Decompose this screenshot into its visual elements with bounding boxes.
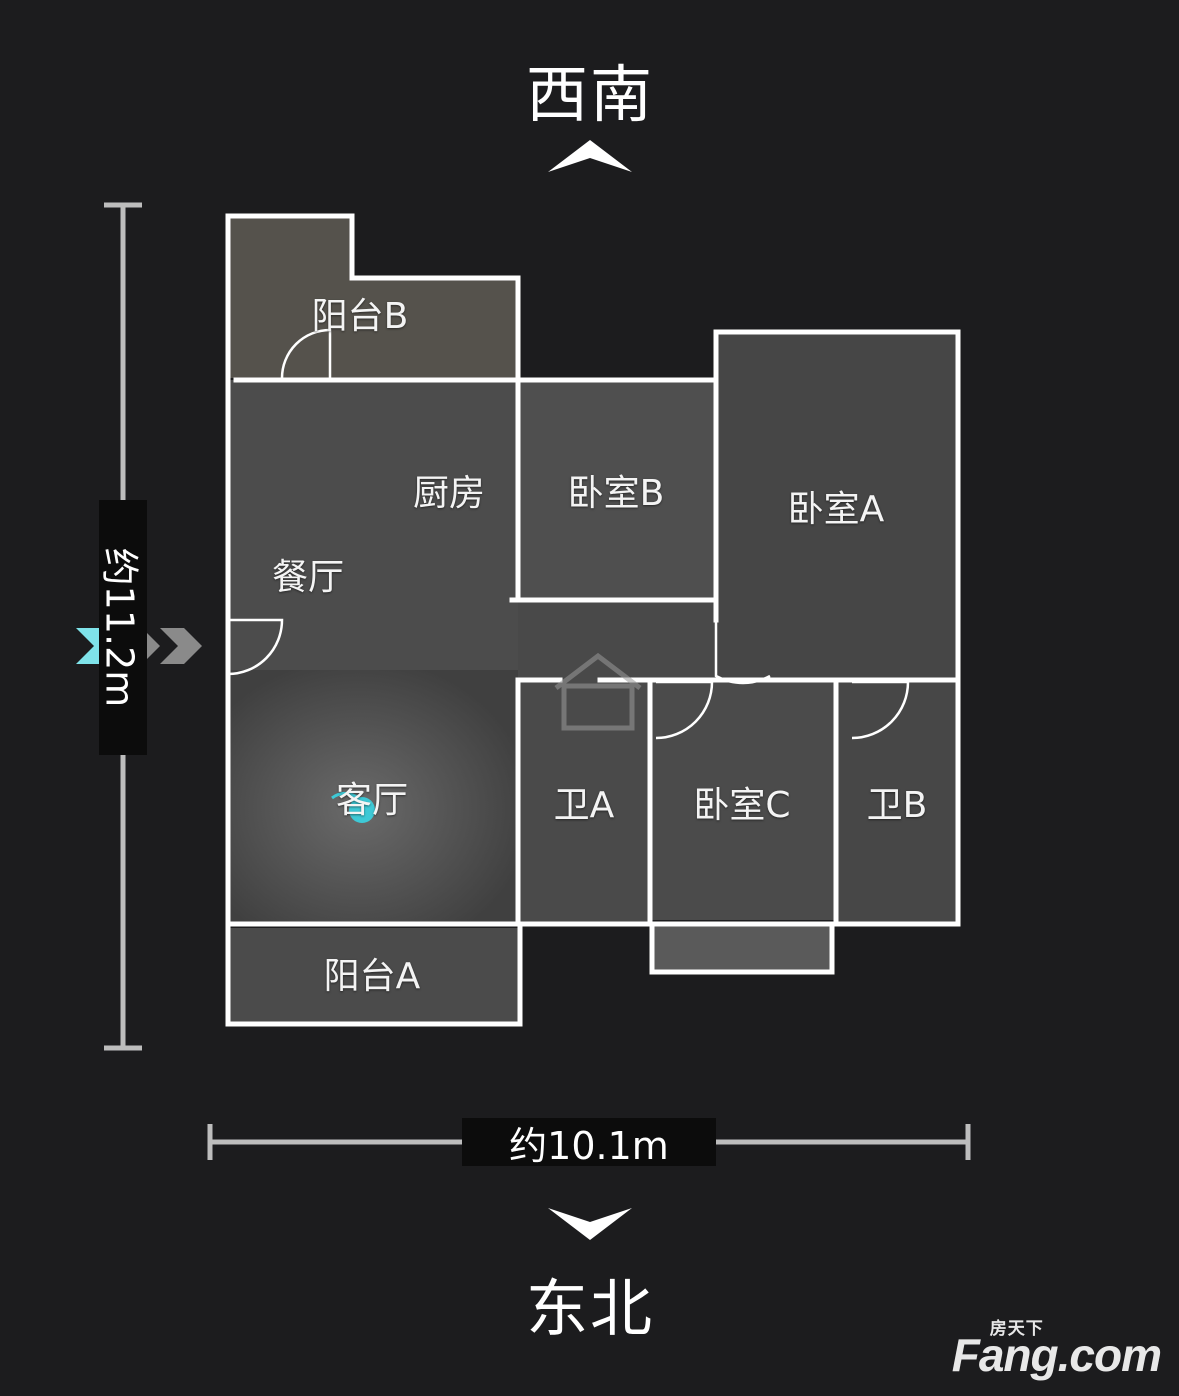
fang-logo: 房天下 Fang.com [951, 1319, 1162, 1382]
room-floors [228, 216, 958, 1024]
height-dimension-line [104, 202, 142, 1051]
compass-northeast-label: 东北 [525, 1272, 654, 1345]
width-dimension-label: 约10.1m [462, 1118, 716, 1168]
width-dimension-line [207, 1124, 971, 1160]
bath-a-floor [518, 680, 650, 924]
room-label-kitchen: 厨房 [412, 473, 486, 514]
house-logo-icon [554, 652, 642, 731]
room-label-bedroom-a: 卧室A [787, 489, 885, 530]
bedroom-b-floor [518, 380, 716, 600]
door-swings [227, 328, 910, 740]
compass-southwest-label: 西南 [525, 58, 654, 131]
room-label-balcony-b: 阳台B [311, 296, 409, 337]
room-label-bedroom-c: 卧室C [693, 785, 791, 826]
chevron-up-icon [548, 140, 632, 172]
chevron-down-icon [548, 1208, 632, 1240]
bedroom-a-floor [716, 332, 958, 680]
hallway-floor [518, 600, 716, 680]
bay-window-floor [652, 924, 832, 974]
room-label-bath-b: 卫B [866, 785, 928, 826]
fang-logo-text: Fang.com [951, 1329, 1162, 1381]
current-position-marker [331, 792, 375, 823]
fang-logo-cn: 房天下 [989, 1319, 1044, 1338]
bath-b-floor [836, 680, 958, 924]
room-label-bedroom-b: 卧室B [567, 473, 665, 514]
bedroom-c-floor [650, 680, 836, 920]
room-label-bath-a: 卫A [553, 785, 615, 826]
room-label-living: 客厅 [335, 780, 409, 821]
living-floor [228, 670, 518, 922]
room-label-dining: 餐厅 [271, 557, 345, 598]
height-dimension-label: 约11.2m [98, 500, 147, 755]
balcony-b-floor [228, 216, 518, 378]
dining-kitchen-floor [228, 380, 518, 670]
balcony-a-floor [228, 928, 520, 1024]
room-label-balcony-a: 阳台A [323, 956, 421, 997]
